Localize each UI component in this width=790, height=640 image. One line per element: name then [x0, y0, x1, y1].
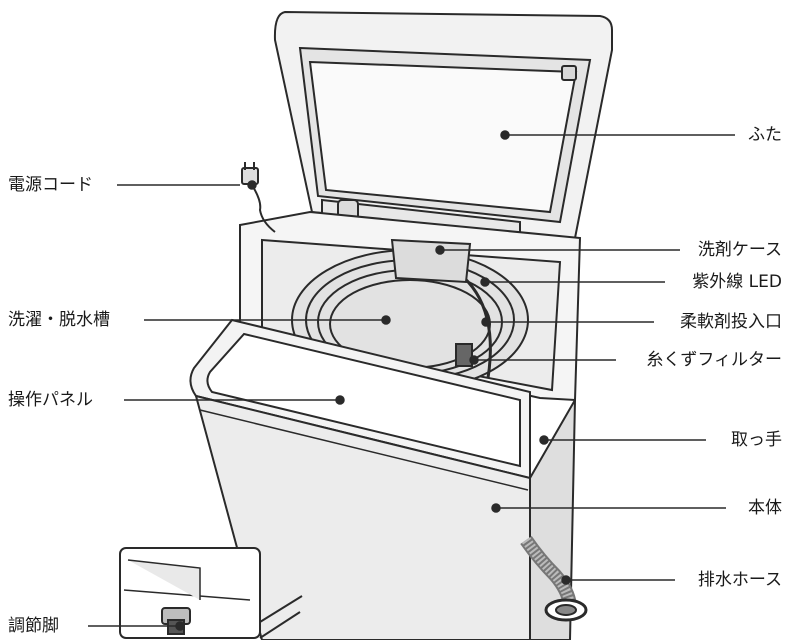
detergent-case-drawing [390, 238, 472, 284]
label-softener-inlet: 柔軟剤投入口 [680, 312, 782, 332]
label-detergent-case: 洗剤ケース [697, 240, 782, 260]
label-power-cord: 電源コード [8, 175, 93, 195]
label-lint-filter: 糸くずフィルター [646, 350, 782, 370]
label-lid: ふた [748, 125, 782, 145]
label-uv-led: 紫外線 LED [692, 272, 782, 292]
leaders [88, 130, 735, 631]
power-cord-drawing [241, 162, 276, 233]
label-adjustable-foot: 調節脚 [8, 616, 59, 636]
drain-hose-drawing [520, 535, 588, 622]
foot-inset [119, 547, 303, 639]
label-drain-hose: 排水ホース [697, 570, 782, 590]
label-wash-tub: 洗濯・脱水槽 [8, 310, 110, 330]
lid-drawing [273, 10, 613, 240]
label-handle: 取っ手 [731, 430, 782, 450]
label-control-panel: 操作パネル [8, 390, 93, 410]
label-body: 本体 [748, 498, 782, 518]
